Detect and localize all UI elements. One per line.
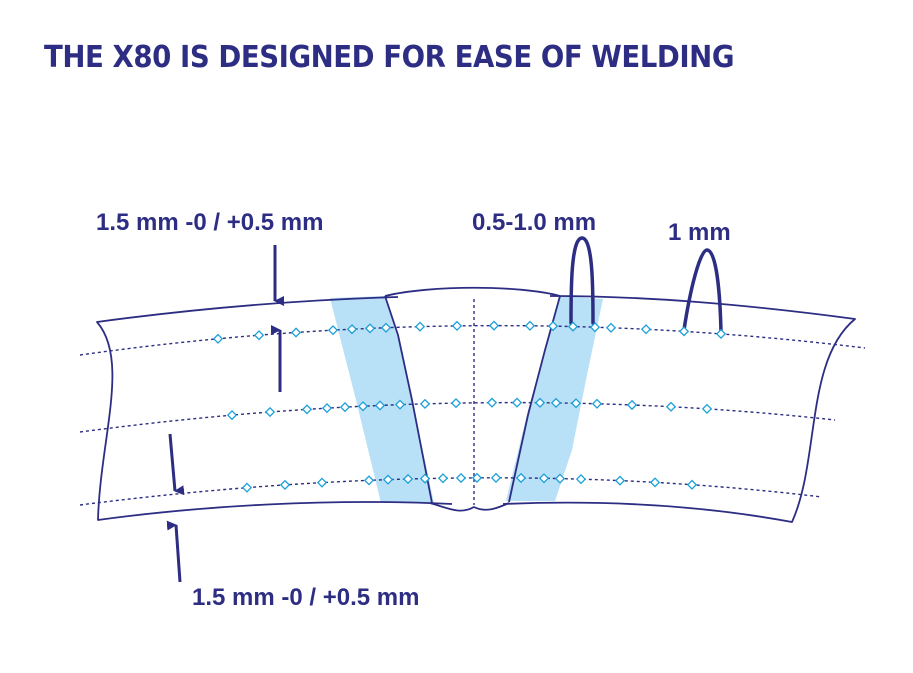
diamond-marker — [665, 401, 677, 412]
diamond-marker — [534, 397, 546, 408]
reference-line-middle — [79, 401, 836, 433]
diamond-marker — [678, 326, 690, 337]
diamond-marker — [515, 472, 527, 484]
diamond-marker — [575, 474, 587, 485]
diamond-marker — [402, 473, 414, 485]
diamond-marker — [547, 321, 559, 332]
diamond-marker — [701, 403, 713, 414]
diamond-marker — [363, 475, 375, 486]
diamond-marker — [380, 322, 392, 333]
heat-affected-zone-right — [506, 296, 603, 501]
weld-cap — [384, 286, 561, 297]
diamond-marker — [374, 400, 386, 411]
diamond-marker — [364, 323, 376, 334]
diamond-marker — [524, 320, 536, 331]
diamond-marker — [241, 482, 253, 493]
pipe-wall-outline — [96, 286, 856, 523]
gap-label: 0.5-1.0 mm — [472, 209, 597, 236]
arrow-bottom-outer — [166, 520, 182, 583]
diamond-marker — [640, 324, 652, 335]
diamond-marker — [226, 410, 238, 421]
diamond-marker — [486, 397, 498, 408]
page-title: THE X80 IS DESIGNED FOR EASE OF WELDING — [44, 40, 735, 75]
diamond-marker — [382, 474, 394, 485]
diamond-marker — [327, 325, 339, 336]
gap-loop — [569, 236, 595, 325]
dimension-arrows — [166, 245, 284, 583]
diamond-marker — [626, 399, 638, 411]
heat-affected-zone-left — [330, 296, 434, 503]
measurement-markers — [212, 320, 727, 493]
reference-line-top — [79, 324, 866, 356]
diamond-marker — [554, 473, 566, 484]
diamond-marker — [321, 403, 333, 414]
diamond-marker — [591, 398, 603, 409]
diamond-marker — [253, 330, 265, 341]
diamond-marker — [414, 321, 426, 332]
diamond-marker — [715, 328, 727, 340]
diamond-marker — [488, 320, 500, 331]
diamond-marker — [451, 320, 463, 332]
diamond-marker — [550, 397, 562, 409]
weld-root — [429, 502, 510, 512]
diamond-marker — [279, 479, 291, 491]
diamond-marker — [346, 324, 358, 335]
bottom-thickness-label: 1.5 mm -0 / +0.5 mm — [192, 584, 420, 611]
diamond-marker — [437, 473, 449, 484]
diamond-marker — [316, 477, 328, 488]
pipe-wall-right — [502, 295, 856, 523]
diamond-marker — [649, 477, 661, 488]
reference-line-bottom — [79, 477, 823, 506]
diamond-marker — [419, 398, 431, 409]
measurement-loops — [569, 236, 723, 334]
diamond-marker — [339, 402, 351, 413]
top-thickness-label: 1.5 mm -0 / +0.5 mm — [96, 209, 324, 236]
diamond-marker — [301, 404, 313, 415]
diamond-marker — [490, 472, 502, 483]
diamond-marker — [290, 327, 302, 338]
diamond-marker — [567, 321, 579, 332]
offset-loop — [682, 248, 723, 334]
diamond-marker — [212, 333, 224, 344]
diamond-marker — [419, 473, 431, 484]
diamond-marker — [511, 397, 523, 408]
arrow-bottom-inner — [168, 433, 185, 496]
diamond-marker — [471, 472, 483, 483]
diamond-marker — [589, 322, 601, 333]
diamond-marker — [450, 398, 462, 409]
diamond-marker — [264, 406, 276, 418]
diamond-marker — [394, 399, 406, 410]
diamond-marker — [570, 398, 582, 409]
diamond-marker — [605, 322, 617, 333]
diamond-marker — [686, 479, 698, 490]
reference-lines — [79, 299, 866, 506]
diamond-marker — [357, 401, 369, 412]
offset-label: 1 mm — [668, 219, 731, 246]
diamond-marker — [538, 473, 550, 484]
diamond-marker — [614, 475, 626, 486]
diamond-marker — [455, 472, 467, 484]
pipe-wall-left — [96, 296, 453, 521]
fusion-line-left — [384, 295, 433, 504]
